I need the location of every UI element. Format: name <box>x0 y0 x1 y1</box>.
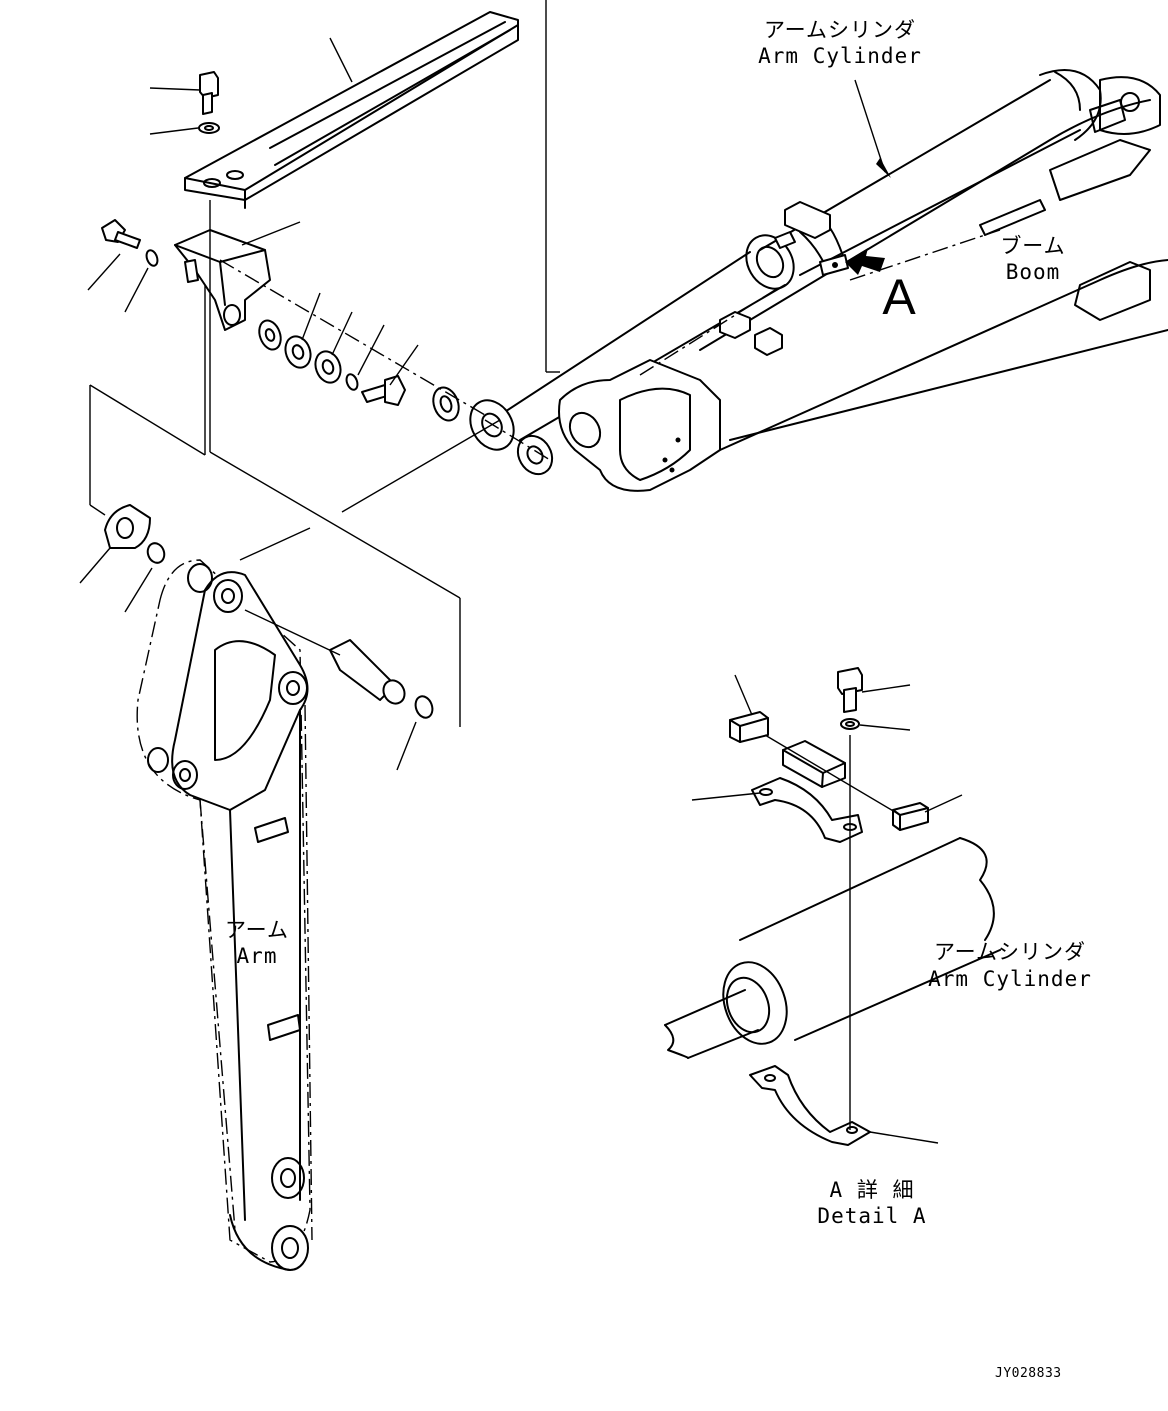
detail-upper-clamp <box>751 740 863 843</box>
view-a-marker: A <box>882 269 916 325</box>
leader-arrowhead <box>876 158 891 178</box>
cylinder-head-bracket <box>516 311 783 492</box>
detail-title-jp: A 詳 細 <box>829 1178 915 1202</box>
arm-cylinder-label-en: Arm Cylinder <box>758 44 922 68</box>
mounting-bracket <box>174 229 271 331</box>
detail-bolt <box>837 667 863 730</box>
boom-label-en: Boom <box>1005 260 1061 284</box>
view-arrow <box>845 248 885 275</box>
boom-label-jp: ブーム <box>1000 234 1066 258</box>
washers-row <box>258 319 460 422</box>
guard-channel <box>184 11 519 209</box>
detail-spacers <box>729 711 929 831</box>
bolt-top <box>198 71 220 134</box>
drawing-code: JY028833 <box>995 1366 1062 1381</box>
detail-title-en: Detail A <box>817 1204 927 1228</box>
detail-a <box>664 667 1001 1146</box>
boom <box>699 76 1168 451</box>
detail-arm-cylinder-label-jp: アームシリンダ <box>933 940 1087 964</box>
bolt-side <box>101 219 159 267</box>
assembly-lines <box>89 0 1001 727</box>
arm <box>136 559 313 1271</box>
detail-arm-cylinder-label-en: Arm Cylinder <box>928 967 1092 991</box>
arm-pin <box>329 639 434 719</box>
detail-lower-clamp <box>749 1065 871 1146</box>
arm-cylinder-label-jp: アームシリンダ <box>763 18 917 42</box>
arm-label-jp: アーム <box>224 918 290 942</box>
arm-plate-and-ring <box>104 504 166 564</box>
arm-label-en: Arm <box>236 944 278 968</box>
cylinder-clamp <box>774 201 849 276</box>
leader-lines <box>79 37 886 771</box>
